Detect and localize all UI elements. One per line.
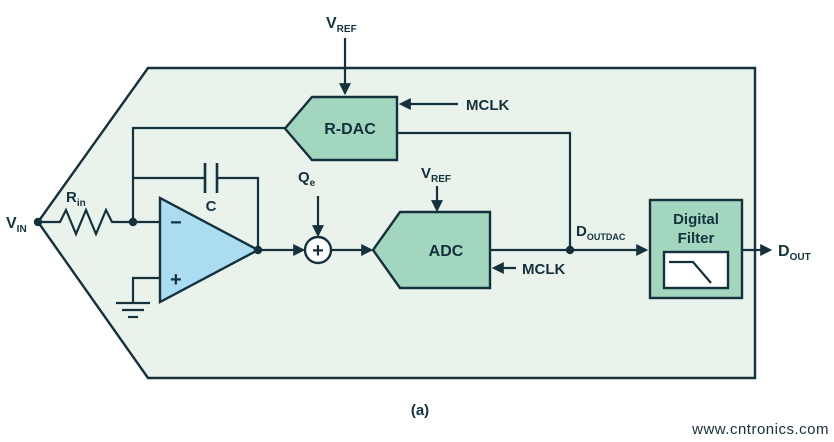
node-vin xyxy=(33,217,43,227)
mclk-adc-label: MCLK xyxy=(522,261,565,278)
summing-plus-sign: + xyxy=(312,240,324,262)
dout-label: DOUT xyxy=(778,243,811,263)
summing-junction xyxy=(303,235,333,265)
doutdac-label-sub: OUTDAC xyxy=(587,232,626,242)
wire-cap-right xyxy=(217,176,260,250)
vin-label-main: V xyxy=(6,215,17,232)
resistor-rin xyxy=(38,207,160,237)
digital-filter-label-line1: Digital xyxy=(673,211,719,228)
digital-filter-label-line2: Filter xyxy=(678,230,715,247)
vref-adc-label-sub: REF xyxy=(431,174,451,185)
qe-label-sub: e xyxy=(310,178,316,189)
rin-label-main: R xyxy=(66,189,77,206)
figure-caption: (a) xyxy=(411,402,429,419)
adc-block xyxy=(371,210,492,290)
doutdac-label: DOUTDAC xyxy=(576,223,626,242)
qe-label-main: Q xyxy=(298,169,310,186)
vref-adc-label-main: V xyxy=(421,165,431,182)
wire-opamp-plus-to-ground xyxy=(131,276,160,303)
watermark: www.cntronics.com xyxy=(691,421,829,438)
qe-label: Qe xyxy=(298,169,316,189)
node-doutdac xyxy=(565,245,575,255)
vref-rdac-label: VREF xyxy=(326,15,357,35)
opamp xyxy=(158,196,261,304)
rdac-block xyxy=(283,95,399,162)
opamp-plus-sign: + xyxy=(170,269,182,291)
vref-rdac-label-sub: REF xyxy=(337,24,357,35)
vin-label: VIN xyxy=(6,215,27,235)
rdac-block-label: R-DAC xyxy=(324,121,376,138)
wire-node-to-rdac xyxy=(131,126,285,222)
lowpass-response-curve-icon xyxy=(669,260,712,284)
opamp-minus-sign: − xyxy=(170,212,182,234)
vref-adc-label: VREF xyxy=(421,165,451,185)
dout-label-main: D xyxy=(778,243,790,260)
rin-label: Rin xyxy=(66,189,86,209)
vref-rdac-label-main: V xyxy=(326,15,337,32)
wire-doutdac-feedback xyxy=(397,131,572,250)
node-input-summing xyxy=(128,217,138,227)
node-opamp-output xyxy=(253,245,263,255)
filter-response-box xyxy=(662,250,730,290)
doutdac-label-main: D xyxy=(576,223,587,240)
dout-label-sub: OUT xyxy=(790,252,811,263)
mclk-rdac-label: MCLK xyxy=(466,97,509,114)
rin-label-sub: in xyxy=(77,198,86,209)
cap-label: C xyxy=(206,198,217,215)
adc-block-label: ADC xyxy=(429,243,464,260)
vin-label-sub: IN xyxy=(17,224,27,235)
